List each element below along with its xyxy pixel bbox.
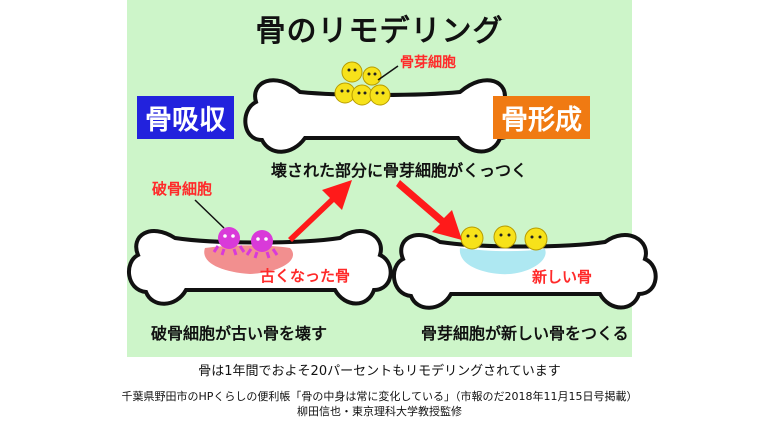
bone-resorption-badge: 骨吸収 — [137, 96, 234, 139]
osteoclast-label: 破骨細胞 — [152, 180, 213, 198]
arrow-down-right — [396, 180, 462, 240]
osteoblast-faces-right — [466, 233, 542, 239]
right-caption: 骨芽細胞が新しい骨をつくる — [421, 324, 629, 343]
osteoclast-pointer — [194, 199, 225, 229]
bone-formation-badge: 骨形成 — [493, 96, 590, 139]
osteoclast-faces — [223, 234, 268, 241]
source-line-1: 千葉県野田市のHPくらしの便利帳「骨の中身は常に変化している」（市報のだ2018… — [121, 390, 638, 403]
osteoblast-cluster-top — [334, 61, 391, 106]
old-bone-area — [204, 245, 294, 274]
bone-right — [392, 233, 658, 310]
osteoblast-pointer — [377, 65, 399, 81]
new-bone-area — [459, 248, 546, 275]
arrow-up-right — [288, 180, 352, 242]
bone-top — [243, 78, 519, 154]
diagram-title: 骨のリモデリング — [255, 14, 504, 49]
new-bone-label: 新しい骨 — [532, 268, 593, 286]
diagram-panel: 骨のリモデリング — [127, 0, 632, 357]
old-bone-label: 古くなった骨 — [260, 267, 351, 285]
osteoclast-cells — [212, 227, 279, 259]
osteoblast-label-top: 骨芽細胞 — [400, 55, 456, 71]
osteoblast-cluster-right — [460, 225, 548, 251]
attach-label: 壊された部分に骨芽細胞がくっつく — [271, 161, 528, 180]
left-caption: 破骨細胞が古い骨を壊す — [151, 324, 328, 343]
remodeling-caption: 骨は1年間でおよそ20パーセントもリモデリングされています — [198, 364, 561, 379]
osteoblast-faces-top — [340, 68, 385, 95]
source-line-2: 柳田信也・東京理科大学教授監修 — [297, 405, 462, 418]
